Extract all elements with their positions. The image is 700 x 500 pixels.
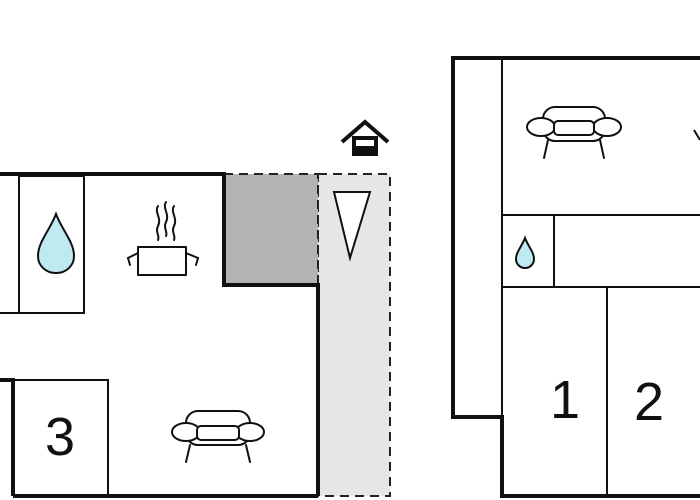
room-number-2: 2 <box>634 372 664 432</box>
room-number-1: 1 <box>550 370 580 430</box>
terrace-triangle-icon <box>332 191 372 262</box>
partial-furniture-edge <box>693 129 700 141</box>
water-drop-icon <box>36 211 76 275</box>
terrace-outline <box>317 173 391 497</box>
storage-room <box>224 174 318 285</box>
right-unit: 1 2 <box>451 56 700 498</box>
storage-room-dashed-edge <box>224 173 319 285</box>
sofa-icon <box>171 410 265 463</box>
sofa-icon-right <box>526 106 622 159</box>
entrance-house-icon <box>340 119 390 156</box>
left-unit: 3 <box>0 119 391 498</box>
left-unit-outer-wall <box>0 172 320 496</box>
bedroom-3-outer-wall <box>0 378 15 496</box>
room-number-3: 3 <box>45 407 75 467</box>
water-drop-icon-small <box>514 235 536 270</box>
cooking-pot-icon <box>127 201 199 276</box>
right-unit-outer-wall <box>451 56 700 498</box>
